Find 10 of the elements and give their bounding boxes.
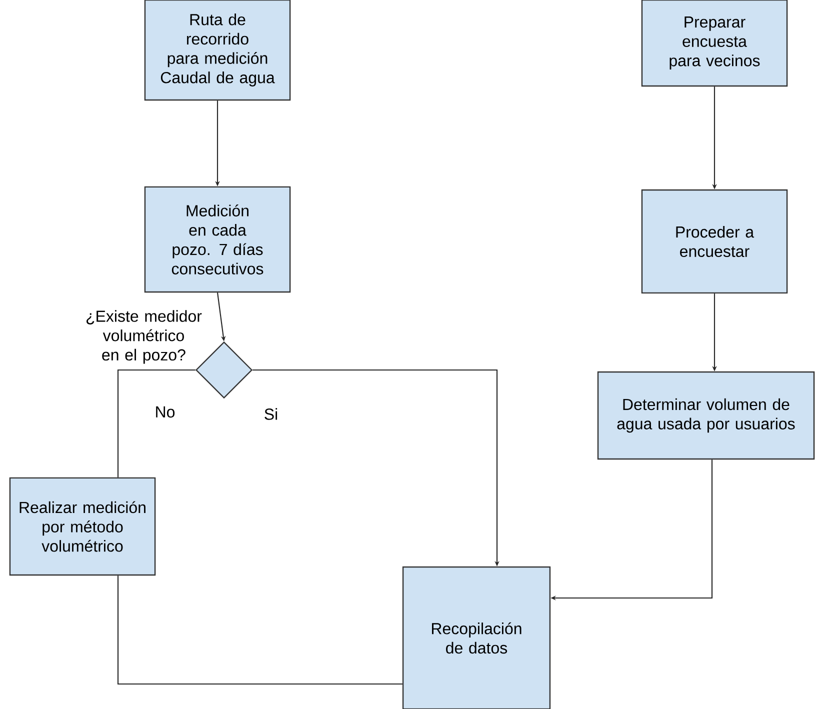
process-box: Medición en cada pozo. 7 días consecutivos: [144, 186, 291, 293]
process-box: Proceder a encuestar: [641, 189, 788, 294]
process-box: Ruta de recorrido para medición Caudal de agua: [144, 0, 291, 101]
decision-question: ¿Existe medidor volumétrico en el pozo?: [86, 310, 202, 364]
process-box: Determinar volumen de agua usada por usuarios: [597, 371, 815, 460]
edge-label: Si: [262, 406, 280, 422]
process-box: Realizar medición por método volumétrico: [9, 477, 156, 576]
process-box: Preparar encuesta para vecinos: [641, 0, 788, 87]
process-box: Recopilación de datos: [402, 566, 551, 709]
edge-label: No: [153, 405, 177, 419]
